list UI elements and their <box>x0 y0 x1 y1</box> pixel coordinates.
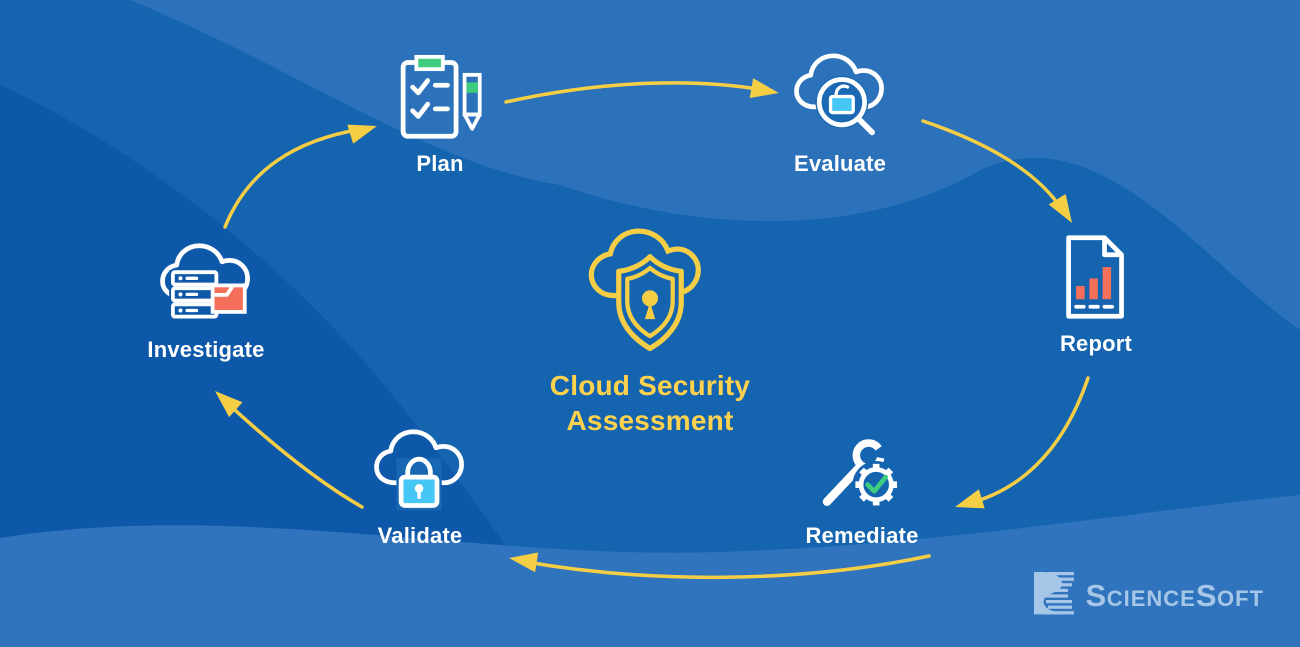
stage-report: Report <box>1011 230 1181 357</box>
cloud-magnifier-open-padlock-icon <box>788 48 892 144</box>
sciencesoft-logo: ScienceSoft <box>1032 570 1265 621</box>
title-line-1: Cloud Security <box>549 370 751 401</box>
document-bar-chart-icon <box>1044 230 1148 324</box>
stage-label-validate: Validate <box>377 523 463 548</box>
stage-label-investigate: Investigate <box>147 337 265 362</box>
cloud-server-folder-icon <box>154 238 258 330</box>
stage-label-remediate: Remediate <box>805 523 919 548</box>
center-group: Cloud Security Assessment <box>490 215 810 438</box>
stage-evaluate: Evaluate <box>755 48 925 177</box>
sciencesoft-logo-icon <box>1032 570 1076 621</box>
cloud-shield-keyhole-icon <box>575 215 725 362</box>
sciencesoft-wordmark: ScienceSoft <box>1085 578 1264 613</box>
stage-remediate: Remediate <box>777 424 947 549</box>
cloud-padlock-icon <box>368 424 472 516</box>
clipboard-checklist-pencil-icon <box>388 52 492 144</box>
title-line-2: Assessment <box>566 405 734 436</box>
stage-label-report: Report <box>1059 331 1133 356</box>
stage-plan: Plan <box>355 52 525 177</box>
stage-validate: Validate <box>335 424 505 549</box>
wrench-gear-check-icon <box>810 424 914 516</box>
diagram-title: Cloud Security Assessment <box>550 368 750 438</box>
stage-label-plan: Plan <box>416 151 464 176</box>
stage-label-evaluate: Evaluate <box>793 151 887 176</box>
stage-investigate: Investigate <box>121 238 291 363</box>
